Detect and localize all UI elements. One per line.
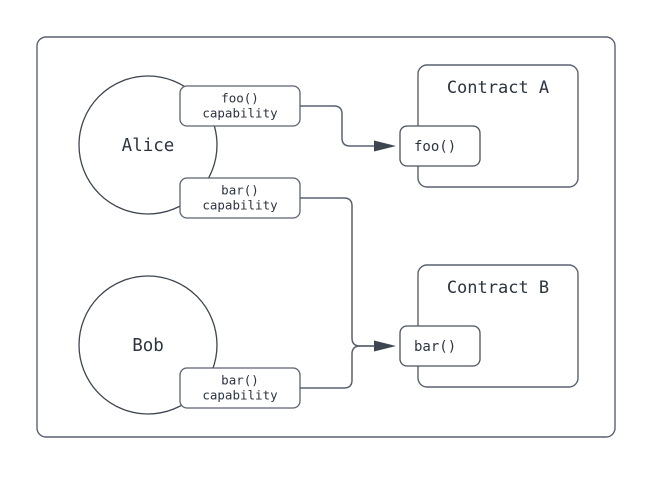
contract-b-title: Contract B (447, 278, 549, 298)
alice-foo-capability-line2: capability (202, 106, 278, 121)
alice-bar-capability-box[interactable] (179, 177, 301, 219)
alice-bar-capability-line2: capability (202, 198, 278, 213)
bob-label: Bob (132, 336, 164, 356)
alice-label: Alice (122, 136, 175, 156)
capability-alice-bar[interactable]: bar() capability (179, 177, 301, 219)
capability-bob-bar[interactable]: bar() capability (179, 367, 301, 409)
alice-foo-capability-line1: foo() (221, 91, 259, 106)
alice-bar-capability-line1: bar() (221, 183, 259, 198)
contract-a-foo-method-label: foo() (414, 139, 456, 155)
contract-a-foo-method-box[interactable] (399, 125, 481, 167)
bob-bar-capability-line1: bar() (221, 373, 259, 388)
contract-b-bar-method-box[interactable] (399, 325, 481, 367)
capability-alice-foo[interactable]: foo() capability (179, 85, 301, 127)
connector-alice-bar-to-contract-b (299, 197, 375, 347)
connector-bob-bar-to-contract-b (299, 345, 375, 389)
bob-bar-capability-line2: capability (202, 388, 278, 403)
contract-a[interactable]: Contract A foo() (399, 64, 579, 188)
contract-a-title: Contract A (447, 78, 549, 98)
connector-alice-foo-to-contract-a (299, 105, 375, 147)
contract-b-bar-method-label: bar() (414, 339, 456, 355)
connector-layer (299, 105, 396, 389)
alice-foo-capability-box[interactable] (179, 85, 301, 127)
arrowhead-contract-b-bar (374, 340, 396, 352)
bob-bar-capability-box[interactable] (179, 367, 301, 409)
contract-b[interactable]: Contract B bar() (399, 264, 579, 388)
arrowhead-contract-a-foo (374, 140, 396, 152)
